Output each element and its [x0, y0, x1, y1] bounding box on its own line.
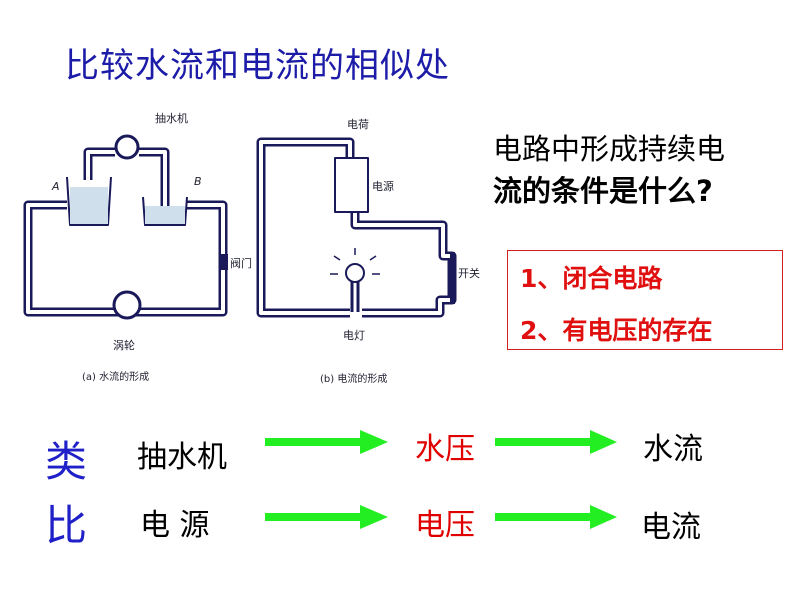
caption-electric: (b) 电流的形成 — [320, 374, 388, 385]
label-tank-a: A — [52, 180, 60, 193]
question-text: 电路中形成持续电 流的条件是什么? — [493, 128, 725, 212]
label-tank-b: B — [194, 175, 202, 188]
question-line: 电路中形成持续电 — [493, 132, 726, 166]
answer-box: 1、闭合电路 2、有电压的存在 — [507, 250, 783, 350]
analogy-label-2: 比 — [45, 501, 88, 550]
circuit-diagram — [23, 134, 457, 320]
arrow-right-icon — [265, 430, 388, 454]
row1-pressure: 水压 — [415, 432, 475, 467]
row1-source: 抽水机 — [137, 440, 227, 475]
arrow-right-icon — [265, 505, 388, 529]
switch-icon — [450, 252, 455, 304]
label-charge: 电荷 — [347, 118, 369, 131]
answer-2: 2、有电压的存在 — [520, 316, 713, 345]
analogy-label-1: 类 — [45, 437, 88, 486]
row1-flow: 水流 — [643, 432, 703, 467]
label-source: 电源 — [372, 180, 394, 193]
label-valve: 阀门 — [230, 257, 252, 270]
question-line: 流的条件是什么? — [493, 174, 713, 208]
answer-1: 1、闭合电路 — [520, 264, 663, 293]
pump-icon — [114, 134, 140, 160]
row2-pressure: 电压 — [415, 508, 475, 543]
water-circuit — [23, 134, 228, 320]
valve-icon — [219, 254, 228, 270]
electric-circuit — [256, 137, 457, 318]
slide-title: 比较水流和电流的相似处 — [65, 46, 450, 86]
arrow-right-icon — [495, 505, 617, 529]
label-switch: 开关 — [458, 267, 480, 280]
label-lamp: 电灯 — [343, 329, 365, 342]
row2-flow: 电流 — [641, 510, 701, 545]
battery-icon — [334, 157, 369, 213]
arrow-right-icon — [495, 430, 617, 454]
turbine-icon — [112, 290, 142, 320]
label-pump: 抽水机 — [155, 112, 188, 125]
row2-source: 电 源 — [140, 508, 210, 543]
analogy-arrows — [265, 430, 617, 529]
caption-water: (a) 水流的形成 — [82, 372, 150, 383]
label-turbine: 涡轮 — [113, 339, 135, 352]
lamp-icon — [345, 263, 365, 283]
